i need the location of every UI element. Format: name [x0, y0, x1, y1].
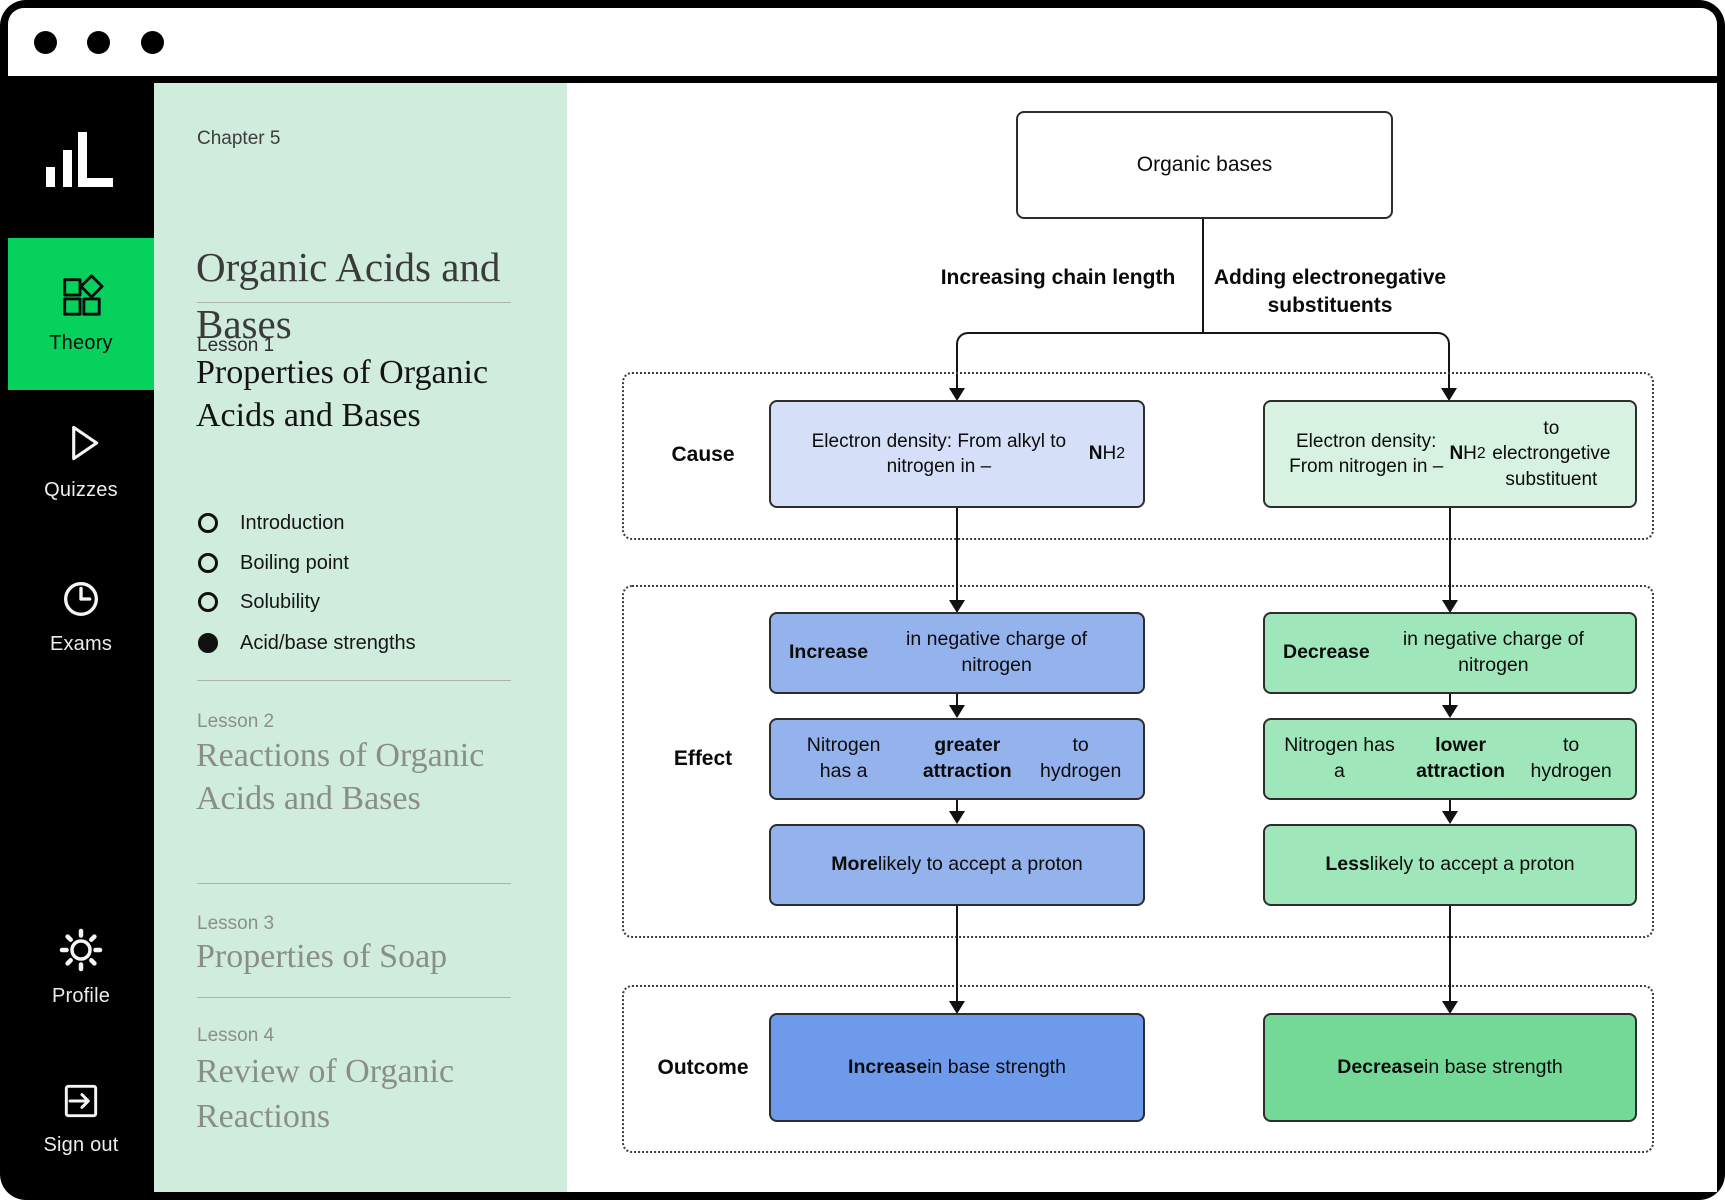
effect-node-left-1: Increase in negative charge of nitrogen — [769, 612, 1145, 694]
radio-icon — [198, 553, 218, 573]
arrowhead-down — [1442, 600, 1458, 613]
lesson-4-label: Lesson 4 — [197, 1025, 275, 1046]
window-control-dot-3[interactable] — [141, 31, 164, 54]
section-item-boiling-point[interactable]: Boiling point — [198, 549, 349, 577]
arrowhead-down — [949, 705, 965, 718]
branch-left-label: Increasing chain length — [940, 266, 1176, 289]
lesson-1-title[interactable]: Properties of Organic Acids and Bases — [196, 354, 489, 434]
app-logo-barchart-icon — [46, 132, 116, 187]
arrowhead-down — [949, 600, 965, 613]
chapter-title: Organic Acids and Bases — [196, 244, 501, 347]
divider — [197, 997, 511, 998]
outcome-row-frame — [622, 985, 1654, 1153]
effect-node-left-3: More likely to accept a proton — [769, 824, 1145, 906]
divider — [197, 680, 511, 681]
arrowhead-down — [949, 388, 965, 401]
outcome-node-right: Decrease in base strength — [1263, 1013, 1637, 1122]
blocks-icon — [58, 273, 104, 324]
flowchart-canvas: Organic bases Increasing chain length Ad… — [567, 83, 1717, 1192]
sidebar-item-label: Exams — [49, 633, 113, 655]
connector-line — [956, 694, 958, 707]
sidebar-item-sign-out[interactable]: Sign out — [8, 1079, 154, 1157]
sidebar-item-label: Theory — [49, 332, 113, 354]
connector-line — [1449, 800, 1451, 813]
window-titlebar — [8, 8, 1717, 76]
connector-fork — [956, 332, 1450, 389]
section-label: Solubility — [240, 590, 321, 613]
connector-line — [956, 800, 958, 813]
section-label: Acid/base strengths — [240, 631, 416, 654]
effect-node-right-2: Nitrogen has a lower attraction to hydro… — [1263, 718, 1637, 800]
outcome-node-left: Increase in base strength — [769, 1013, 1145, 1122]
section-item-introduction[interactable]: Introduction — [198, 509, 345, 537]
lesson-1-label: Lesson 1 — [197, 335, 275, 356]
radio-icon — [198, 513, 218, 533]
arrowhead-down — [1442, 1001, 1458, 1014]
row-label-outcome: Outcome — [657, 1056, 749, 1079]
lesson-2-label: Lesson 2 — [197, 711, 275, 732]
sidebar-item-label: Sign out — [43, 1134, 119, 1156]
effect-row-frame — [622, 585, 1654, 938]
toc-panel: Chapter 5 Organic Acids and Bases Lesson… — [154, 83, 567, 1192]
connector-stem — [1202, 219, 1204, 333]
app-body: Theory Quizzes Exams — [8, 83, 1717, 1192]
cause-row-frame — [622, 372, 1654, 540]
cause-node-left: Electron density: From alkyl to nitrogen… — [769, 400, 1145, 508]
effect-node-right-1: Decrease in negative charge of nitrogen — [1263, 612, 1637, 694]
lesson-3-title[interactable]: Properties of Soap — [196, 938, 448, 975]
branch-right-label: Adding electronegative substituents — [1213, 266, 1447, 317]
arrowhead-down — [1441, 388, 1457, 401]
section-label: Boiling point — [240, 551, 349, 574]
effect-node-left-2: Nitrogen has a greater attraction to hyd… — [769, 718, 1145, 800]
connector-line — [956, 508, 958, 600]
chapter-label: Chapter 5 — [197, 128, 281, 149]
connector-line — [1449, 508, 1451, 600]
window-control-dot-2[interactable] — [87, 31, 110, 54]
flowchart-root-node: Organic bases — [1016, 111, 1393, 219]
arrowhead-down — [1442, 705, 1458, 718]
sidebar-item-exams[interactable]: Exams — [8, 576, 154, 656]
sidebar-item-theory[interactable]: Theory — [8, 238, 154, 390]
effect-node-right-3: Less likely to accept a proton — [1263, 824, 1637, 906]
lesson-4-title[interactable]: Review of Organic Reactions — [196, 1053, 455, 1135]
sidebar-item-profile[interactable]: Profile — [8, 926, 154, 1008]
sidebar-item-label: Profile — [51, 985, 111, 1007]
row-label-effect: Effect — [673, 747, 733, 770]
sidebar-item-label: Quizzes — [44, 479, 118, 501]
section-item-acid-base-strengths[interactable]: Acid/base strengths — [198, 629, 416, 657]
arrowhead-down — [949, 1001, 965, 1014]
divider — [197, 302, 511, 303]
connector-line — [1449, 906, 1451, 1002]
connector-line — [956, 906, 958, 1002]
divider — [197, 883, 511, 884]
lesson-2-title[interactable]: Reactions of Organic Acids and Bases — [196, 737, 485, 817]
radio-icon — [198, 592, 218, 612]
clock-icon — [58, 576, 104, 627]
radio-selected-icon — [198, 633, 218, 653]
gear-icon — [57, 926, 105, 979]
arrowhead-down — [1442, 811, 1458, 824]
section-item-solubility[interactable]: Solubility — [198, 588, 320, 616]
play-icon — [56, 418, 106, 473]
connector-line — [1449, 694, 1451, 707]
lesson-3-label: Lesson 3 — [197, 913, 275, 934]
sign-out-icon — [59, 1079, 103, 1128]
window-control-dot-1[interactable] — [34, 31, 57, 54]
icon-sidebar: Theory Quizzes Exams — [8, 83, 154, 1192]
section-label: Introduction — [240, 511, 345, 534]
row-label-cause: Cause — [671, 443, 735, 466]
sidebar-item-quizzes[interactable]: Quizzes — [8, 418, 154, 502]
arrowhead-down — [949, 811, 965, 824]
